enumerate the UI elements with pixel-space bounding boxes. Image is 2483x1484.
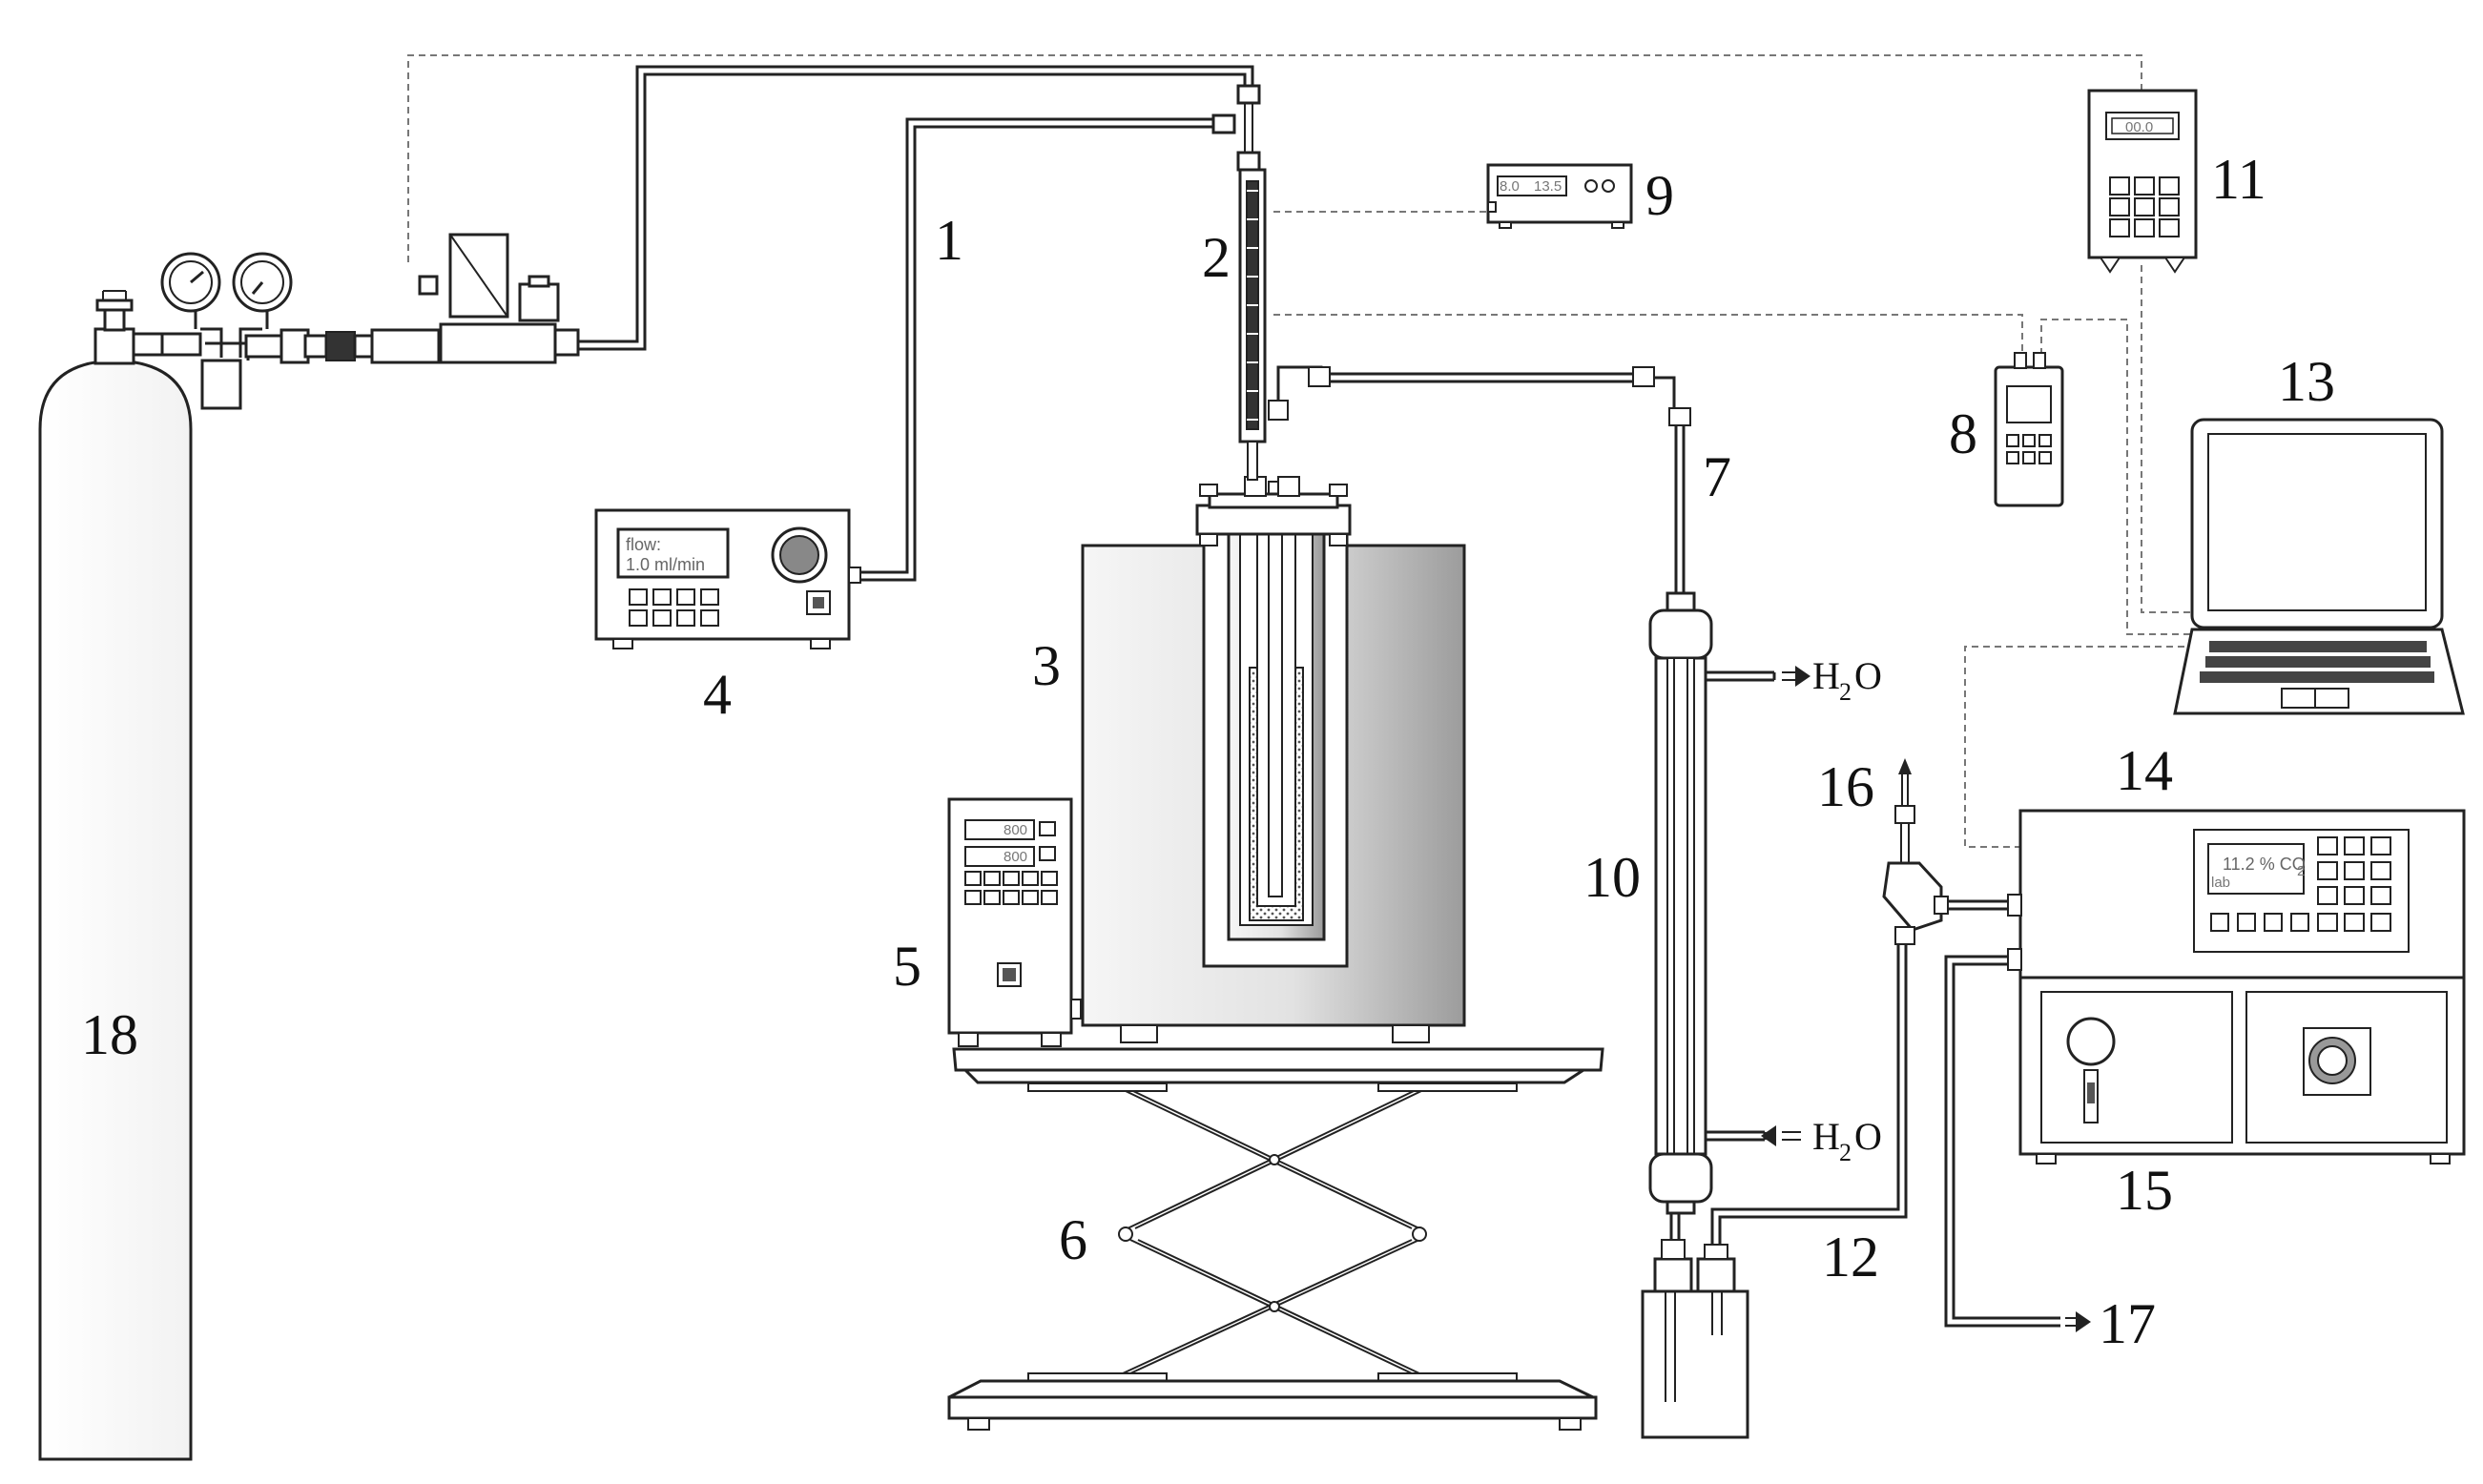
pressure-regulator — [160, 252, 376, 410]
label-13: 13 — [2278, 350, 2335, 413]
label-14: 14 — [2116, 739, 2173, 802]
water-out-o: O — [1854, 654, 1882, 697]
filter-valve — [1882, 805, 1949, 945]
mass-flow-controller — [370, 233, 580, 364]
laptop-keyboard — [2200, 641, 2434, 683]
arrow-right-icon — [2076, 1311, 2091, 1332]
lab-jack — [947, 1047, 1604, 1431]
label-12: 12 — [1822, 1226, 1879, 1288]
arrow-left-icon — [1761, 1125, 1776, 1146]
handheld-meter — [1994, 352, 2064, 507]
flow-arrows — [1761, 666, 2091, 1332]
reactor-flange — [1195, 476, 1352, 546]
water-out-h: H — [1812, 654, 1840, 697]
analyzer-cabinet — [2018, 976, 2466, 1165]
pump-keypad — [629, 588, 719, 627]
controller-value-a: 800 — [1004, 822, 1027, 838]
manifold-fittings — [1211, 84, 1261, 172]
arrow-up-icon — [1898, 758, 1912, 774]
water-in-sub: 2 — [1839, 1139, 1852, 1166]
controller-keypad — [964, 871, 1058, 905]
analyzer-value: 11.2 % CO — [2223, 855, 2306, 874]
label-8: 8 — [1949, 402, 1977, 465]
controller-value-b: 800 — [1004, 849, 1027, 865]
label-1: 1 — [935, 209, 963, 272]
label-3: 3 — [1032, 634, 1061, 697]
analyzer-keypad — [2210, 836, 2391, 932]
water-out-sub: 2 — [1839, 678, 1852, 706]
laptop-computer — [2173, 418, 2465, 715]
label-6: 6 — [1059, 1208, 1087, 1271]
outlet-fittings — [1308, 366, 1691, 426]
gas-cylinder — [38, 290, 193, 1461]
water-in-h: H — [1812, 1115, 1840, 1158]
flowmeter-dial-icon — [2066, 1017, 2116, 1066]
analyzer-small-text: lab — [2211, 875, 2230, 891]
label-10: 10 — [1583, 846, 1641, 909]
water-outlet-label: H 2 O — [1812, 654, 1882, 706]
collection-flask — [1641, 1239, 1749, 1439]
meter9-value-a: 8.0 — [1500, 178, 1520, 195]
gas-analyzer: 11.2 % CO 2 lab — [2007, 809, 2466, 979]
label-17: 17 — [2099, 1292, 2156, 1355]
pump-display-line1: flow: — [626, 535, 661, 554]
label-5: 5 — [893, 935, 921, 998]
signal-cables — [407, 54, 2194, 848]
analyzer-value-subscript: 2 — [2297, 863, 2305, 879]
label-16: 16 — [1817, 755, 1874, 818]
callout-labels: 1 2 3 4 5 6 7 8 9 10 11 12 13 14 15 16 1… — [81, 148, 2335, 1355]
water-in-o: O — [1854, 1115, 1882, 1158]
temperature-meter: 8.0 13.5 — [1486, 163, 1633, 229]
meter11-keypad — [2109, 176, 2180, 237]
label-9: 9 — [1645, 164, 1674, 227]
condenser — [1648, 591, 1776, 1215]
thermocouple-assembly — [1238, 168, 1289, 481]
liquid-pump: flow: 1.0 ml/min — [594, 508, 861, 649]
label-18: 18 — [81, 1003, 138, 1066]
label-7: 7 — [1703, 445, 1731, 508]
water-inlet-label: H 2 O — [1812, 1115, 1882, 1166]
label-2: 2 — [1202, 226, 1231, 289]
label-15: 15 — [2116, 1159, 2173, 1222]
label-4: 4 — [703, 663, 732, 726]
meter9-value-b: 13.5 — [1534, 178, 1562, 195]
pressure-display: 00.0 — [2087, 89, 2198, 274]
pump-display-line2: 1.0 ml/min — [626, 555, 705, 574]
arrow-right-icon — [1795, 666, 1811, 687]
furnace-controller: 800 800 — [947, 797, 1082, 1047]
tube-furnace — [1081, 481, 1466, 1043]
label-11: 11 — [2211, 148, 2266, 211]
meter11-value: 00.0 — [2125, 119, 2153, 135]
